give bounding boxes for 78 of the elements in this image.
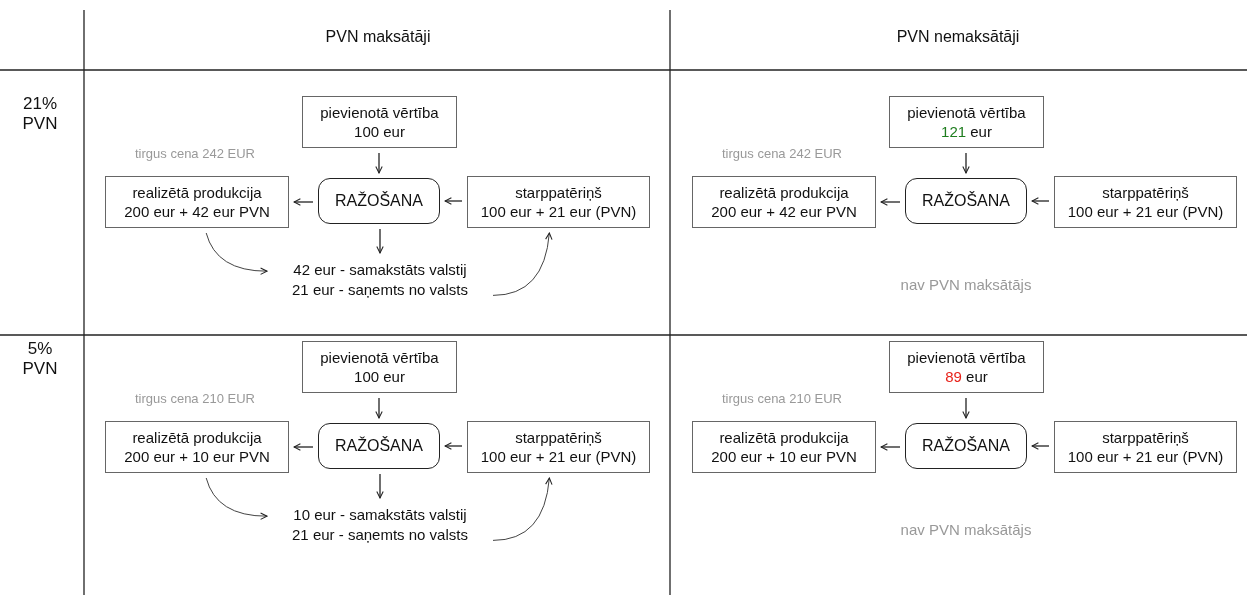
arrow [962,152,970,174]
arrow [880,443,901,451]
value-box [467,421,650,473]
box-label: starppatēriņš [1102,427,1189,447]
box-label: pievienotā vērtība [320,347,439,367]
highlighted-amount: 89 [945,368,962,385]
value-box [302,341,457,393]
arrow [376,228,384,254]
value-box [1054,176,1237,228]
process-box [318,178,440,224]
arrow [880,198,901,206]
arrow [1031,442,1050,450]
box-label: 100 eur [354,122,405,142]
box-label: starppatēriņš [515,182,602,202]
tax-note: 10 eur - samakstāts valstij [293,504,467,525]
value-box [105,421,289,473]
box-label: 100 eur + 21 eur (PVN) [480,447,637,467]
box-label: RAŽOŠANA [922,190,1010,211]
status-note: nav PVN maksātājs [899,521,1033,538]
box-label: 200 eur + 10 eur PVN [711,447,857,467]
value-box [889,96,1044,148]
box-label: pievienotā vērtība [320,102,439,122]
box-label: realizētā produkcija [719,182,849,202]
box-label: starppatēriņš [515,427,602,447]
price-note: tirgus cena 242 EUR [722,146,842,161]
box-label: eur [966,368,988,385]
arrow [444,197,463,205]
box-label: 100 eur [354,367,405,387]
box-label: 100 eur + 21 eur (PVN) [1067,202,1224,222]
value-box [1054,421,1237,473]
tax-note: 42 eur - samakstāts valstij [293,259,467,280]
value-box [105,176,289,228]
value-box [302,96,457,148]
tax-note: 21 eur - saņemts no valsts [292,525,468,545]
arrow [205,477,268,520]
highlighted-amount: 121 [941,123,967,140]
box-label: 200 eur + 42 eur PVN [124,202,270,222]
value-box [692,176,876,228]
arrow [293,198,314,206]
arrow [293,443,314,451]
box-label: 100 eur + 21 eur (PVN) [1067,447,1224,467]
column-header: PVN nemaksātāji [895,28,1021,46]
process-box [905,423,1027,469]
tax-note: 21 eur - saņemts no valsts [292,280,468,300]
row-header: 21% PVN [21,94,59,134]
arrow [205,232,268,275]
box-label: realizētā produkcija [132,182,262,202]
box-label: RAŽOŠANA [335,190,423,211]
arrow [492,477,553,541]
price-note: tirgus cena 242 EUR [135,146,255,161]
arrow [375,397,383,419]
price-note: tirgus cena 210 EUR [135,391,255,406]
arrow [444,442,463,450]
value-box [692,421,876,473]
box-label: RAŽOŠANA [922,435,1010,456]
box-label: eur [970,123,992,140]
status-note: nav PVN maksātājs [899,276,1033,293]
process-box [318,423,440,469]
price-note: tirgus cena 210 EUR [722,391,842,406]
column-header: PVN maksātāji [324,28,432,46]
box-label: RAŽOŠANA [335,435,423,456]
row-header: 5% PVN [21,339,59,379]
box-label: realizētā produkcija [132,427,262,447]
value-box [889,341,1044,393]
value-box [467,176,650,228]
arrow [376,473,384,499]
arrow [962,397,970,419]
box-label: starppatēriņš [1102,182,1189,202]
box-label: pievienotā vērtība [907,102,1026,122]
arrow [1031,197,1050,205]
box-label: 200 eur + 42 eur PVN [711,202,857,222]
box-label: 100 eur + 21 eur (PVN) [480,202,637,222]
arrow [375,152,383,174]
box-label: 200 eur + 10 eur PVN [124,447,270,467]
process-box [905,178,1027,224]
box-label: pievienotā vērtība [907,347,1026,367]
arrow [492,232,553,296]
box-label: realizētā produkcija [719,427,849,447]
